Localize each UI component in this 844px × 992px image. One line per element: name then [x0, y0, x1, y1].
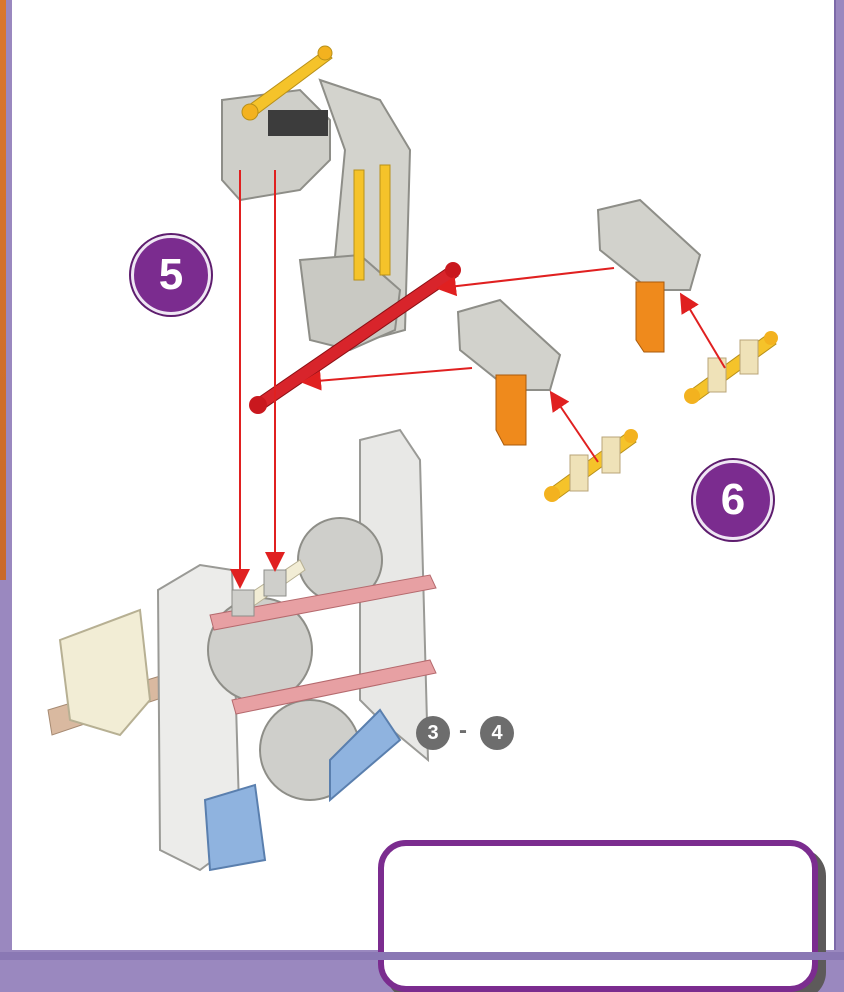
instruction-panel	[12, 0, 836, 992]
connector-with-orange-clip-2	[456, 298, 562, 446]
reference-step-3-number: 3	[427, 721, 439, 744]
reference-step-4-number: 4	[491, 721, 503, 744]
connector-with-orange-clip-1	[596, 198, 702, 353]
base-assembly	[47, 428, 437, 872]
page-bottom-border	[0, 952, 844, 960]
yellow-rod-assembly-2	[544, 429, 638, 502]
assembly-illustration	[47, 45, 778, 960]
reference-step-3-badge: 3	[416, 716, 450, 750]
reference-dash: -	[459, 717, 467, 744]
assembly-arrows	[230, 170, 726, 589]
step-5-badge: 5	[131, 235, 211, 315]
detail-callout-box	[378, 840, 818, 992]
page-edge-strip	[0, 0, 6, 580]
step-6-number: 6	[720, 475, 746, 524]
top-subassembly	[221, 45, 461, 414]
step-6-badge: 6	[693, 460, 773, 540]
step-5-number: 5	[158, 250, 184, 299]
reference-step-4-badge: 4	[480, 716, 514, 750]
yellow-rod-assembly-1	[684, 331, 778, 404]
